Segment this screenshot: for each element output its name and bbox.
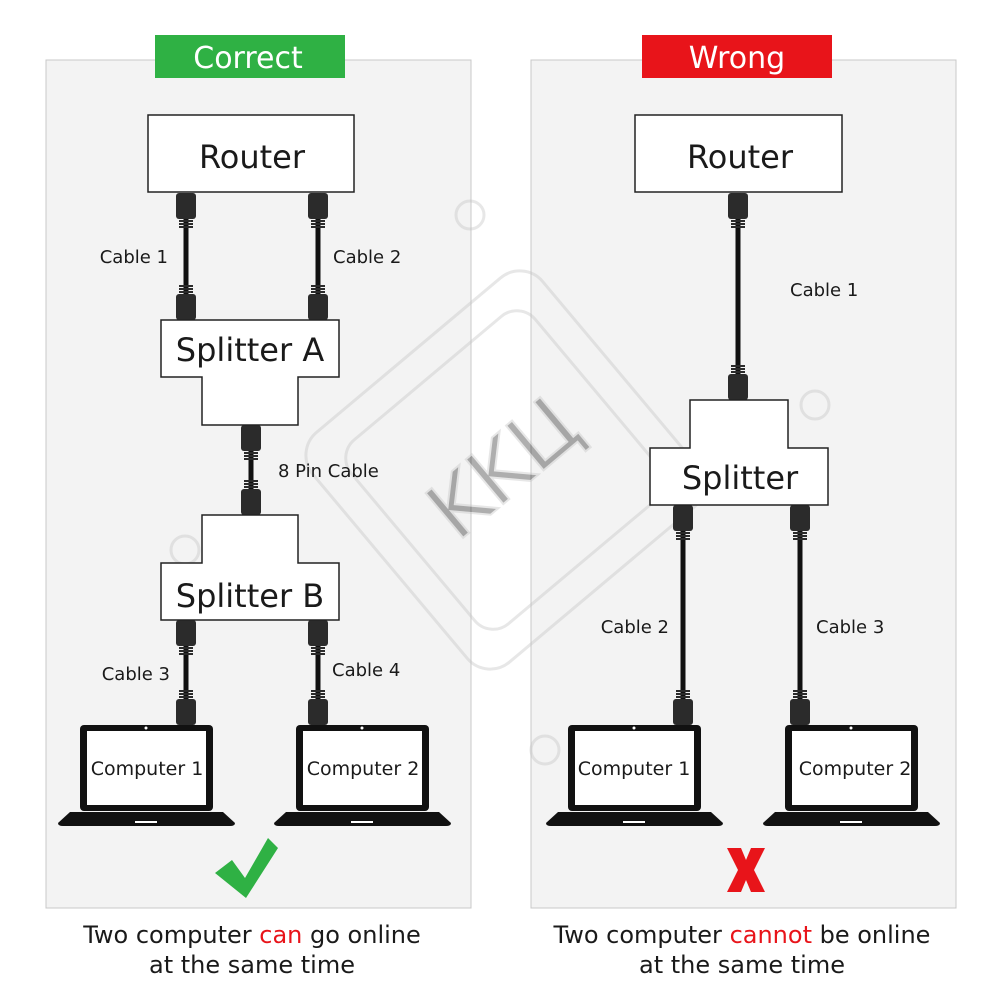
- rj45-connector: [176, 690, 196, 725]
- wrong-caption: Two computer cannot be online at the sam…: [522, 920, 962, 980]
- rj45-connector: [308, 620, 328, 655]
- wrong-cable3-label: Cable 3: [816, 617, 884, 638]
- caption-text: Two computer: [83, 921, 260, 949]
- wrong-splitter-label: Splitter: [682, 459, 799, 497]
- rj45-connector: [673, 690, 693, 725]
- wrong-router-label: Router: [687, 138, 794, 176]
- cable-line: [183, 193, 189, 320]
- rj45-connector: [176, 285, 196, 320]
- rj45-connector: [308, 690, 328, 725]
- caption-highlight: cannot: [729, 921, 812, 949]
- laptop-icon: [58, 725, 235, 826]
- rj45-connector: [241, 480, 261, 515]
- cable-line: [315, 620, 321, 725]
- rj45-connector: [728, 193, 748, 228]
- correct-caption: Two computer can go online at the same t…: [32, 920, 472, 980]
- wrong-computer2-label: Computer 2: [799, 758, 912, 780]
- rj45-connector: [673, 505, 693, 540]
- wrong-splitter-shape: [649, 399, 829, 506]
- correct-banner: [155, 35, 345, 78]
- rj45-connector: [308, 285, 328, 320]
- laptop-icon: [546, 725, 723, 826]
- rj45-connector: [308, 193, 328, 228]
- correct-cable2-label: Cable 2: [333, 247, 401, 268]
- rj45-connector: [241, 425, 261, 460]
- splitter-a-shape: [160, 319, 340, 426]
- checkmark-icon: [215, 838, 278, 898]
- pin-cable-label: 8 Pin Cable: [278, 461, 379, 482]
- correct-cable4-label: Cable 4: [332, 660, 400, 681]
- caption-line2: at the same time: [639, 951, 845, 979]
- correct-computer2-label: Computer 2: [307, 758, 420, 780]
- splitter-b-shape: [160, 514, 340, 621]
- x-mark-icon: [727, 848, 765, 892]
- rj45-connector: [176, 620, 196, 655]
- laptop-icon: [274, 725, 451, 826]
- splitter-a-label: Splitter A: [176, 331, 325, 369]
- caption-text: be online: [811, 921, 931, 949]
- wrong-cable1-label: Cable 1: [790, 280, 858, 301]
- cable-line: [735, 193, 741, 400]
- rj45-connector: [790, 690, 810, 725]
- correct-router-box: [147, 114, 355, 193]
- caption-highlight: can: [259, 921, 303, 949]
- cable-line: [248, 425, 254, 515]
- correct-computer1-label: Computer 1: [91, 758, 204, 780]
- cable-line: [680, 505, 686, 725]
- caption-text: go online: [302, 921, 421, 949]
- correct-router-label: Router: [199, 138, 306, 176]
- cable-line: [183, 620, 189, 725]
- caption-text: Two computer: [553, 921, 730, 949]
- wrong-banner: [642, 35, 832, 78]
- correct-cable1-label: Cable 1: [100, 247, 168, 268]
- wrong-computer1-label: Computer 1: [578, 758, 691, 780]
- rj45-connector: [790, 505, 810, 540]
- wrong-cable2-label: Cable 2: [601, 617, 669, 638]
- rj45-connector: [176, 193, 196, 228]
- laptop-icon: [763, 725, 940, 826]
- rj45-connector: [728, 365, 748, 400]
- wrong-router-box: [634, 114, 843, 193]
- wrong-banner-label: Wrong: [689, 41, 785, 76]
- correct-banner-label: Correct: [193, 41, 303, 76]
- correct-cable3-label: Cable 3: [102, 664, 170, 685]
- splitter-b-label: Splitter B: [176, 577, 324, 615]
- cable-line: [797, 505, 803, 725]
- cable-line: [315, 193, 321, 320]
- caption-line2: at the same time: [149, 951, 355, 979]
